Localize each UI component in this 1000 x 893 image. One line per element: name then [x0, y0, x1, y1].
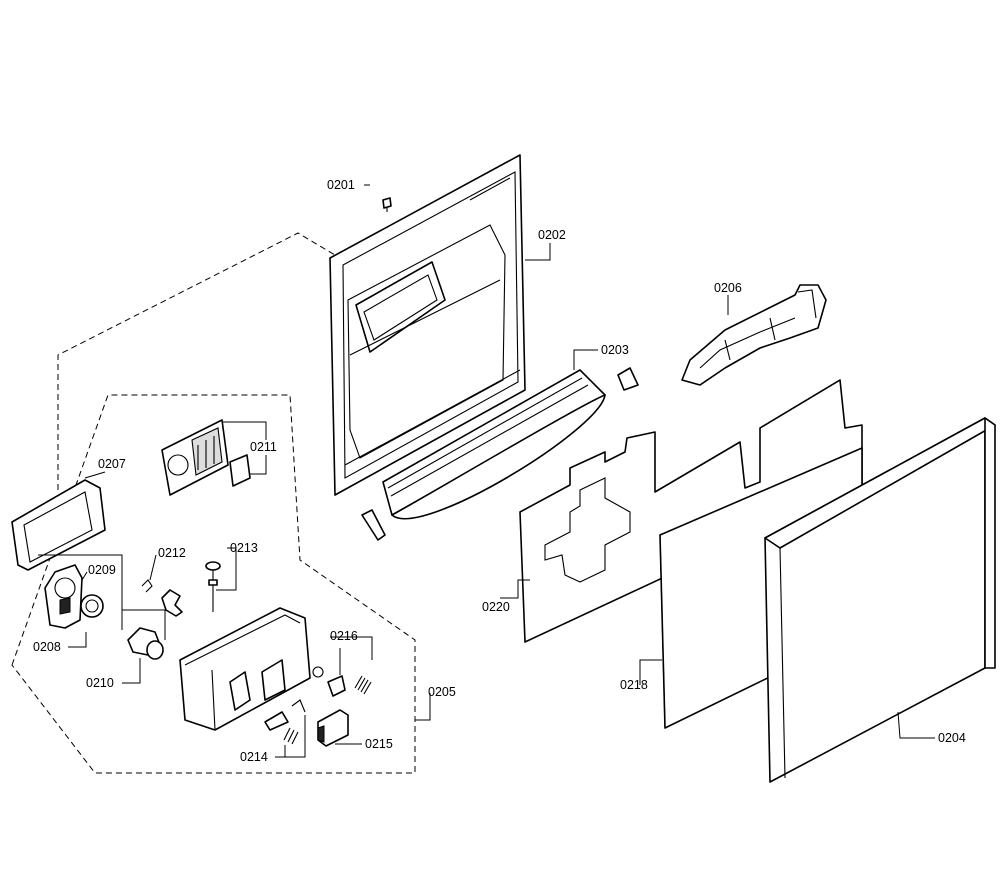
- callout-0204: 0204: [938, 731, 966, 745]
- door-handle-frame: [11, 479, 106, 571]
- leader-0212: [149, 554, 157, 581]
- small-cylinder-part: [127, 627, 164, 660]
- vent-part: [161, 419, 251, 496]
- leader-0209: [38, 554, 123, 630]
- callout-0205: 0205: [428, 685, 456, 699]
- screw-part: [382, 197, 392, 212]
- callout-0214: 0214: [240, 750, 268, 764]
- outer-door-panel: [764, 417, 996, 783]
- insulation-panel: [519, 379, 863, 643]
- leader-0216: [330, 636, 373, 675]
- callout-0211: 0211: [250, 440, 277, 454]
- hinge-bracket: [681, 284, 827, 386]
- leader-0207: [84, 471, 106, 479]
- callout-0202: 0202: [538, 228, 566, 242]
- detergent-dispenser: [179, 607, 324, 731]
- leader-0210: [122, 609, 166, 684]
- leader-0220: [500, 579, 530, 599]
- group-outline-0205: [11, 394, 416, 774]
- inner-door-panel: [329, 154, 526, 496]
- callout-0206: 0206: [714, 281, 742, 295]
- leader-0218: [639, 659, 662, 685]
- callout-0216: 0216: [330, 629, 358, 643]
- control-knob-part: [44, 564, 104, 629]
- leader-0211: [222, 421, 267, 475]
- callout-0208: 0208: [33, 640, 61, 654]
- callout-0213: 0213: [230, 541, 258, 555]
- leader-0203: [573, 349, 598, 370]
- callout-0210: 0210: [86, 676, 114, 690]
- leader-0213: [216, 547, 237, 591]
- callout-0201: 0201: [327, 178, 355, 192]
- callout-0209: 0209: [88, 563, 116, 577]
- callout-0203: 0203: [601, 343, 629, 357]
- leader-0202: [525, 243, 551, 261]
- actuator-part: [317, 709, 349, 747]
- leader-0204: [897, 711, 935, 739]
- leader-0214: [275, 715, 306, 758]
- callout-0207: 0207: [98, 457, 126, 471]
- callout-0218: 0218: [620, 678, 648, 692]
- leader-0208: [68, 632, 87, 648]
- spring-lever-part: [141, 579, 183, 617]
- pin-spring-part: [327, 675, 372, 697]
- leader-0205: [415, 693, 431, 721]
- valve-pin-part: [205, 561, 221, 612]
- callout-0215: 0215: [365, 737, 393, 751]
- callout-0220: 0220: [482, 600, 510, 614]
- latch-spring-part: [264, 699, 306, 745]
- callout-0212: 0212: [158, 546, 186, 560]
- door-trim-strip: [361, 367, 639, 541]
